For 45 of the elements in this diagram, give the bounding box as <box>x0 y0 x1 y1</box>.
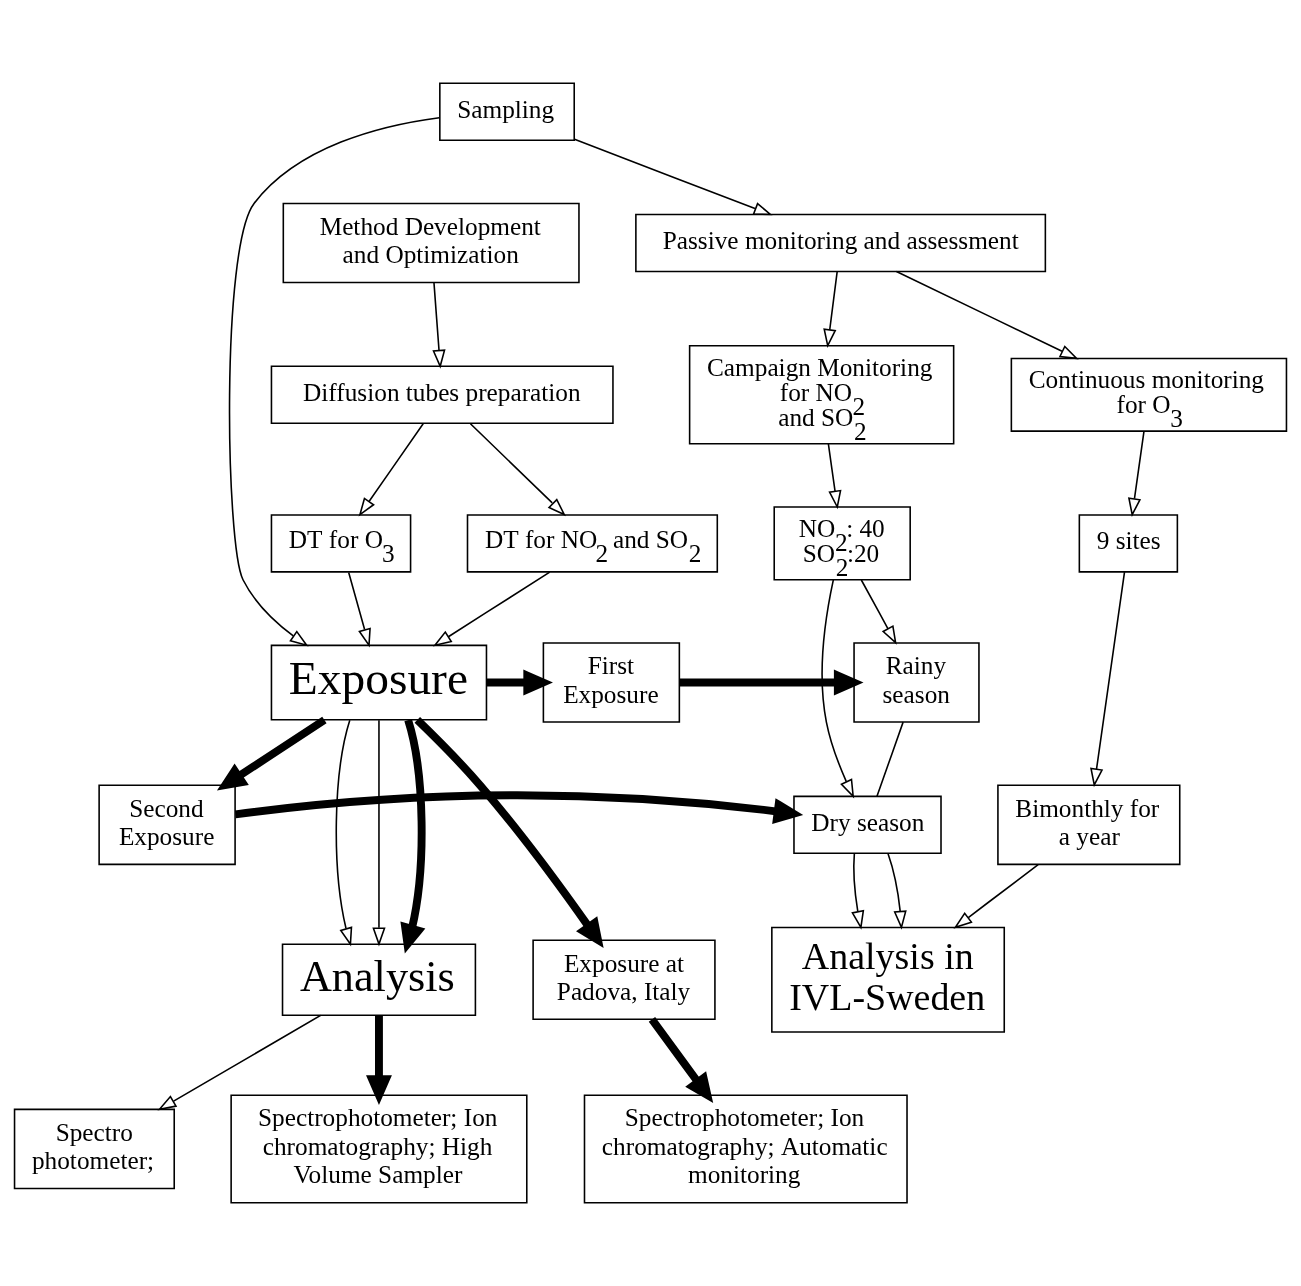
arrow <box>679 669 864 696</box>
node-box: Diffusion tubes preparation <box>270 365 614 425</box>
node-box: Spectro photometer; <box>13 1108 175 1190</box>
arrow <box>335 719 353 947</box>
node-box: Analysis in IVL-Sweden <box>771 926 1006 1033</box>
node-box: Method Development and Optimization <box>282 202 580 284</box>
arrow <box>366 1015 392 1105</box>
arrow <box>216 716 327 791</box>
arrow <box>895 270 1079 360</box>
node-box: Bimonthly for a year <box>997 784 1181 866</box>
arrow <box>414 717 604 949</box>
arrow <box>827 443 842 510</box>
arrow <box>860 579 897 645</box>
node-box: Exposure <box>270 644 488 721</box>
arrow <box>358 422 424 517</box>
arrow <box>400 719 426 954</box>
node-box: First Exposure <box>542 642 681 723</box>
node-box: Analysis <box>281 943 477 1017</box>
node-box: Sampling <box>439 82 575 142</box>
arrow <box>953 863 1039 929</box>
arrow <box>157 1014 322 1111</box>
arrow <box>648 1017 714 1103</box>
node-box: 9 sites <box>1078 514 1179 573</box>
node-box: Rainy season <box>853 642 980 723</box>
connector <box>876 721 904 798</box>
node-box: Second Exposure <box>98 784 236 866</box>
arrow <box>1127 430 1145 518</box>
node-box: Passive monitoring and assessment <box>635 213 1047 273</box>
arrow <box>851 852 865 930</box>
arrow <box>469 422 566 517</box>
node-box: Spectrophotometer; Ion chromatography; Automatic monitoring <box>583 1094 908 1204</box>
node-box: Spectrophotometer; Ion chromatography; High Volume Sampler <box>230 1094 528 1204</box>
arrow <box>887 852 907 930</box>
node-box: Dry season <box>793 795 942 855</box>
arrow <box>347 571 371 648</box>
arrow <box>821 579 855 799</box>
arrow <box>486 669 553 696</box>
arrow <box>1090 571 1126 788</box>
arrow <box>432 282 446 369</box>
arrow <box>372 719 386 947</box>
arrow <box>573 138 773 216</box>
arrow <box>432 571 551 647</box>
arrow <box>823 271 838 349</box>
node-box: Exposure at Padova, Italy <box>532 939 716 1021</box>
arrow <box>228 116 441 647</box>
